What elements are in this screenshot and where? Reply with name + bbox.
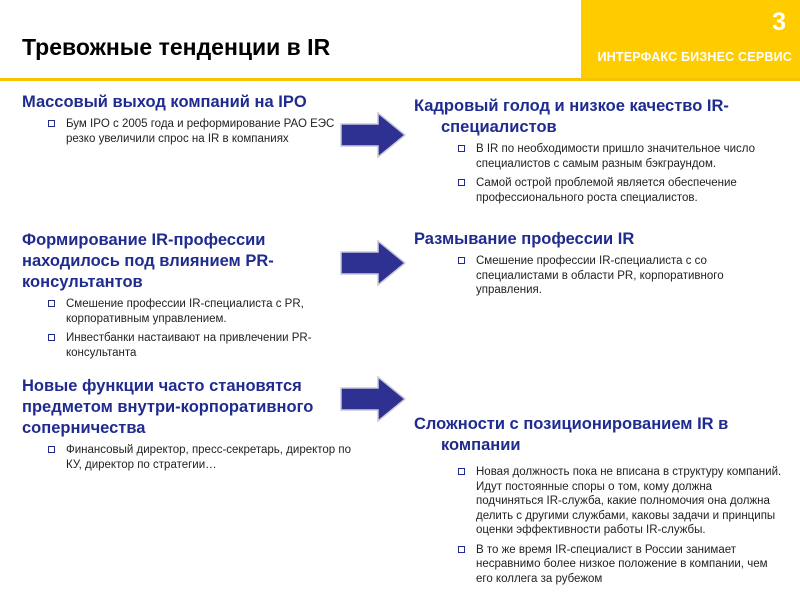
hollow-square-bullet-icon: [48, 300, 55, 307]
hollow-square-bullet-icon: [48, 446, 55, 453]
left-heading-formation: Формирование IR-профессии находилось под…: [22, 231, 274, 291]
hollow-square-bullet-icon: [458, 145, 465, 152]
left-bullet-formation-1: Смешение профессии IR-специалиста с PR, …: [48, 297, 352, 326]
hollow-square-bullet-icon: [48, 120, 55, 127]
right-bullet-positioning-2: В то же время IR-специалист в России зан…: [458, 543, 782, 587]
right-arrow-icon: [340, 112, 406, 158]
right-block-positioning: Сложности с позиционированием IR в компа…: [414, 414, 782, 591]
right-bullet-blurring-1: Смешение профессии IR-специалиста с со с…: [458, 254, 782, 298]
left-heading-ipo: Массовый выход компаний на IPO: [22, 93, 307, 111]
hollow-square-bullet-icon: [458, 545, 465, 553]
right-block-staffing: Кадровый голод и низкое качество IR-спец…: [414, 96, 782, 210]
brand-name: ИНТЕРФАКС БИЗНЕС СЕРВИС: [597, 50, 792, 64]
left-block-formation: Формирование IR-профессии находилось под…: [22, 230, 352, 365]
right-bullet-staffing-2: Самой острой проблемой является обеспече…: [458, 176, 782, 205]
right-arrow-icon: [340, 376, 406, 422]
right-heading-positioning: Сложности с позиционированием IR в компа…: [414, 415, 729, 454]
header-rule: [0, 78, 800, 81]
right-arrow-icon: [340, 240, 406, 286]
hollow-square-bullet-icon: [458, 468, 465, 475]
right-bullet-staffing-1: В IR по необходимости пришло значительно…: [458, 142, 782, 171]
left-heading-rivalry: Новые функции часто становятся предметом…: [22, 377, 314, 437]
hollow-square-bullet-icon: [458, 257, 465, 264]
right-heading-blurring: Размывание профессии IR: [414, 230, 635, 248]
right-bullet-positioning-1: Новая должность пока не вписана в структ…: [458, 465, 782, 538]
right-heading-staffing: Кадровый голод и низкое качество IR-спец…: [414, 97, 729, 136]
slide-title: Тревожные тенденции в IR: [22, 34, 331, 60]
right-block-blurring: Размывание профессии IR Смешение професс…: [414, 229, 782, 303]
left-bullet-formation-2: Инвестбанки настаивают на привлечении PR…: [48, 331, 352, 360]
hollow-square-bullet-icon: [458, 179, 465, 186]
brand-box: 3 ИНТЕРФАКС БИЗНЕС СЕРВИС: [581, 0, 800, 78]
left-block-ipo: Массовый выход компаний на IPO Бум IPO с…: [22, 92, 352, 151]
left-bullet-ipo-1: Бум IPO с 2005 года и реформирование РАО…: [48, 117, 352, 146]
left-bullet-rivalry-1: Финансовый директор, пресс-секретарь, ди…: [48, 443, 367, 472]
left-block-rivalry: Новые функции часто становятся предметом…: [22, 376, 367, 477]
hollow-square-bullet-icon: [48, 334, 55, 341]
slide-number: 3: [772, 8, 786, 36]
